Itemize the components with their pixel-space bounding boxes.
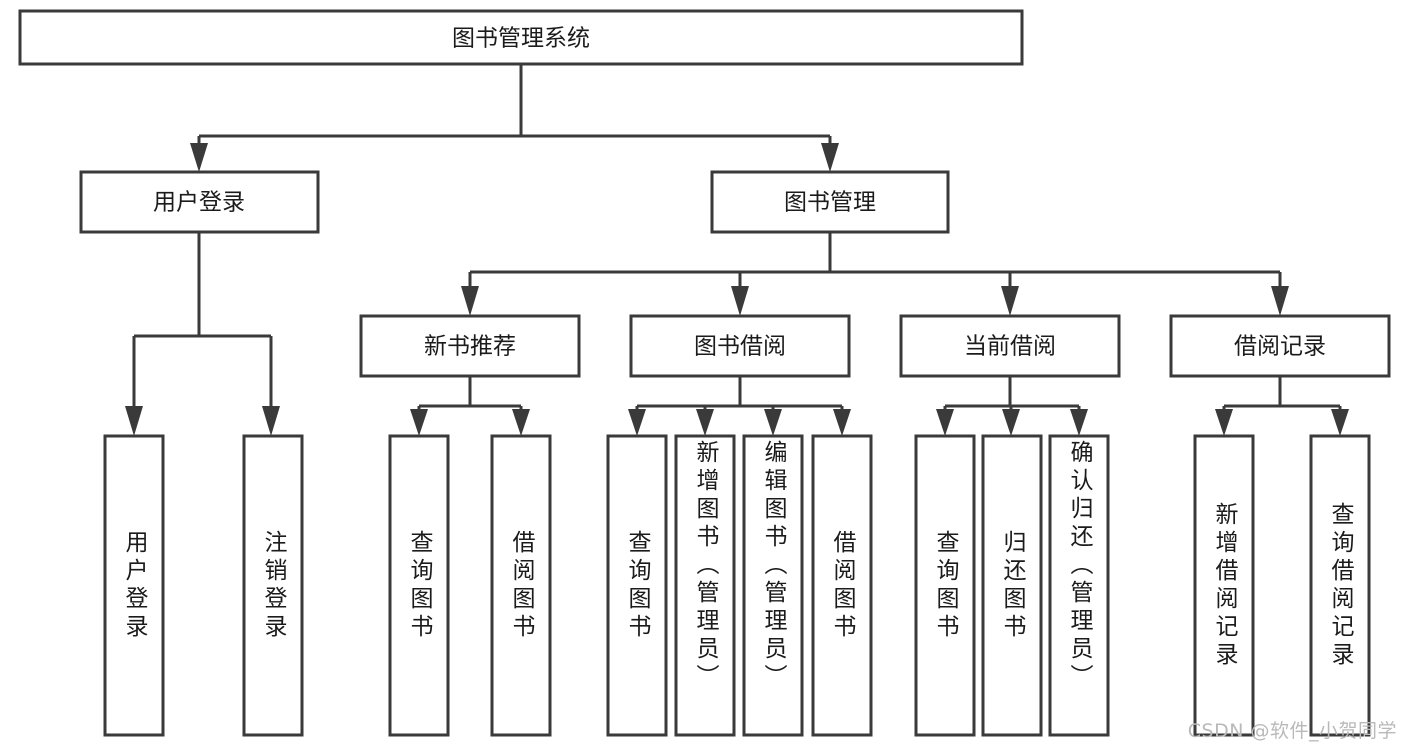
leaf-query-borrow-record[interactable]: 查询借阅记录 [1309,434,1371,737]
leaf-query-book-1-box[interactable] [388,434,450,737]
arrow-head-leaf-query-book-1 [410,409,428,436]
arrow-head-leaf-query-book-2 [628,409,646,436]
arrow-head-leaf-query-book-3 [936,409,954,436]
node-user-login[interactable]: 用户登录 [79,170,320,234]
leaf-add-borrow-record-box[interactable] [1193,434,1255,737]
node-root[interactable]: 图书管理系统 [18,9,1024,66]
arrow-head-leaf-user-login [125,406,143,436]
arrow-head-current-borrow [1001,286,1019,316]
leaf-query-borrow-record-label: 查询借阅记录 [1327,501,1353,670]
arrow-head-leaf-logout-login [262,406,280,436]
arrow-head-leaf-query-borrow-record [1331,409,1349,436]
leaf-borrow-book-2-label: 借阅图书 [829,529,855,642]
leaf-return-book-box[interactable] [981,434,1043,737]
leaf-query-borrow-record-box[interactable] [1309,434,1371,737]
node-root-label: 图书管理系统 [452,26,590,52]
arrow-head-leaf-add-borrow-record [1215,409,1233,436]
arrow-head-new-book-recommend [461,286,479,316]
node-current-borrow-label: 当前借阅 [964,334,1056,360]
node-book-management-box[interactable] [710,170,950,234]
arrow-head-leaf-add-book-admin [696,409,714,436]
connector-layer [125,64,1349,436]
leaf-borrow-book-2[interactable]: 借阅图书 [811,434,873,737]
node-current-borrow-box[interactable] [899,314,1121,378]
leaf-query-book-3-box[interactable] [914,434,976,737]
leaf-borrow-book-1-label: 借阅图书 [508,529,534,642]
leaf-borrow-book-2-box[interactable] [811,434,873,737]
node-book-borrow-label: 图书借阅 [694,334,786,360]
node-root-box[interactable] [18,9,1024,66]
node-user-login-label: 用户登录 [153,190,245,216]
leaf-query-book-1[interactable]: 查询图书 [388,434,450,737]
leaf-confirm-return-admin[interactable]: 确认归还（管理员） [1048,434,1110,737]
leaf-borrow-book-1-box[interactable] [490,434,552,737]
leaf-user-login-label: 用户登录 [121,529,147,642]
leaf-query-book-2-box[interactable] [606,434,668,737]
node-user-login-box[interactable] [79,170,320,234]
leaf-borrow-book-1[interactable]: 借阅图书 [490,434,552,737]
leaf-confirm-return-admin-label: 确认归还（管理员） [1066,440,1092,692]
leaf-return-book[interactable]: 归还图书 [981,434,1043,737]
node-book-borrow[interactable]: 图书借阅 [629,314,851,378]
arrow-head-borrow-record [1271,286,1289,316]
arrow-head-leaf-confirm-return-admin [1070,409,1088,436]
leaf-query-book-3[interactable]: 查询图书 [914,434,976,737]
leaf-user-login-box[interactable] [103,434,165,737]
node-borrow-record-box[interactable] [1169,314,1391,378]
leaf-query-book-2[interactable]: 查询图书 [606,434,668,737]
leaf-add-book-admin-label: 新增图书（管理员） [692,440,718,692]
leaf-logout-login[interactable]: 注销登录 [242,434,304,737]
leaf-user-login[interactable]: 用户登录 [103,434,165,737]
node-borrow-record[interactable]: 借阅记录 [1169,314,1391,378]
arrow-head-leaf-borrow-book-2 [833,409,851,436]
arrow-head-book-borrow [731,286,749,316]
leaf-add-borrow-record-label: 新增借阅记录 [1211,501,1237,670]
arrow-head-leaf-return-book [1002,409,1020,436]
leaf-query-book-1-label: 查询图书 [406,529,432,642]
leaf-query-book-3-label: 查询图书 [932,529,958,642]
node-current-borrow[interactable]: 当前借阅 [899,314,1121,378]
leaf-logout-login-box[interactable] [242,434,304,737]
node-new-book-recommend-box[interactable] [359,314,581,378]
leaf-add-book-admin[interactable]: 新增图书（管理员） [674,434,736,737]
arrow-head-user-login [190,143,208,172]
leaf-edit-book-admin-box[interactable] [742,434,804,737]
node-borrow-record-label: 借阅记录 [1234,334,1326,360]
node-new-book-recommend[interactable]: 新书推荐 [359,314,581,378]
leaf-query-book-2-label: 查询图书 [624,529,650,642]
leaf-edit-book-admin[interactable]: 编辑图书（管理员） [742,434,804,737]
leaf-add-borrow-record[interactable]: 新增借阅记录 [1193,434,1255,737]
leaf-add-book-admin-box[interactable] [674,434,736,737]
arrow-head-book-management [821,143,839,172]
leaf-confirm-return-admin-box[interactable] [1048,434,1110,737]
node-book-management-label: 图书管理 [784,190,876,216]
leaf-return-book-label: 归还图书 [999,529,1025,642]
leaf-logout-login-label: 注销登录 [260,529,286,642]
arrow-head-leaf-borrow-book-1 [512,409,530,436]
node-new-book-recommend-label: 新书推荐 [424,334,516,360]
leaf-edit-book-admin-label: 编辑图书（管理员） [760,440,786,692]
csdn-watermark: CSDN @软件_小贺同学 [1187,720,1397,742]
node-book-management[interactable]: 图书管理 [710,170,950,234]
arrow-head-leaf-edit-book-admin [764,409,782,436]
node-book-borrow-box[interactable] [629,314,851,378]
